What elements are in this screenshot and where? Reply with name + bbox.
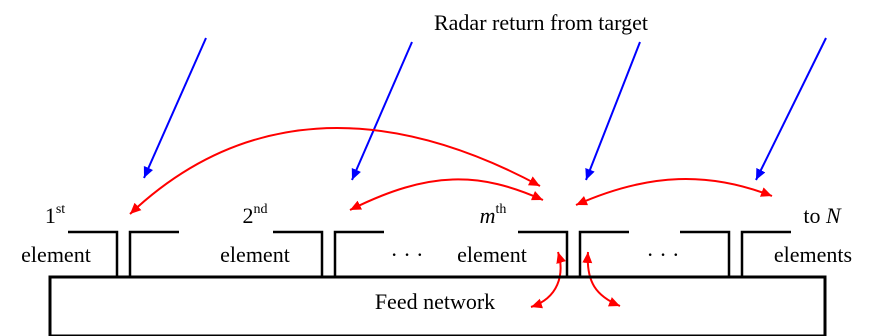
coupling-arrows	[129, 127, 773, 309]
incoming-wave-arrows	[143, 37, 827, 181]
element-2-label: 2nd	[243, 202, 268, 228]
element-n-right-stub	[740, 230, 791, 277]
element-1-label: 1st	[45, 202, 65, 228]
element-m-caption: element	[457, 242, 527, 267]
element-m-label: mth	[480, 202, 507, 228]
incoming-arrow-4	[755, 37, 827, 181]
element-1-right-stub	[128, 230, 179, 277]
element-n-label: to N	[803, 203, 842, 228]
element-2-left-stub	[273, 230, 324, 277]
array-elements	[68, 230, 791, 277]
ellipsis-right: · · ·	[647, 242, 680, 267]
feed-network-box	[48, 275, 827, 336]
element-labels: 1st element 2nd element mth element to N…	[21, 202, 852, 267]
element-1-caption: element	[21, 242, 91, 267]
feed-coupling-arrow-left	[530, 251, 566, 309]
feed-network-label: Feed network	[375, 289, 495, 314]
element-1-left-stub	[68, 230, 119, 277]
element-n-letter: N	[825, 203, 842, 228]
element-n-left-stub	[680, 230, 731, 277]
feed-coupling-arrow-right	[582, 251, 621, 307]
coupling-arrow-1-to-m	[129, 127, 541, 215]
element-n-prefix: to	[803, 203, 826, 228]
element-m-ordinal: th	[496, 202, 507, 217]
element-m-right-stub	[578, 230, 629, 277]
incoming-arrow-1	[143, 37, 207, 179]
element-2-number: 2	[243, 203, 254, 228]
coupling-arrow-m-to-n	[575, 177, 773, 206]
coupling-arrow-2-to-m	[349, 178, 544, 211]
element-1-ordinal: st	[56, 202, 65, 217]
element-n-caption: elements	[774, 242, 852, 267]
element-2-right-stub	[333, 230, 384, 277]
ellipsis-left: · · ·	[391, 242, 424, 267]
element-2-caption: element	[220, 242, 290, 267]
diagram-title: Radar return from target	[434, 10, 648, 35]
incoming-arrow-3	[585, 41, 641, 181]
element-2-ordinal: nd	[254, 202, 268, 217]
element-m-left-stub	[518, 230, 569, 277]
element-1-number: 1	[45, 203, 56, 228]
element-m-letter: m	[480, 203, 496, 228]
incoming-arrow-2	[351, 41, 413, 181]
